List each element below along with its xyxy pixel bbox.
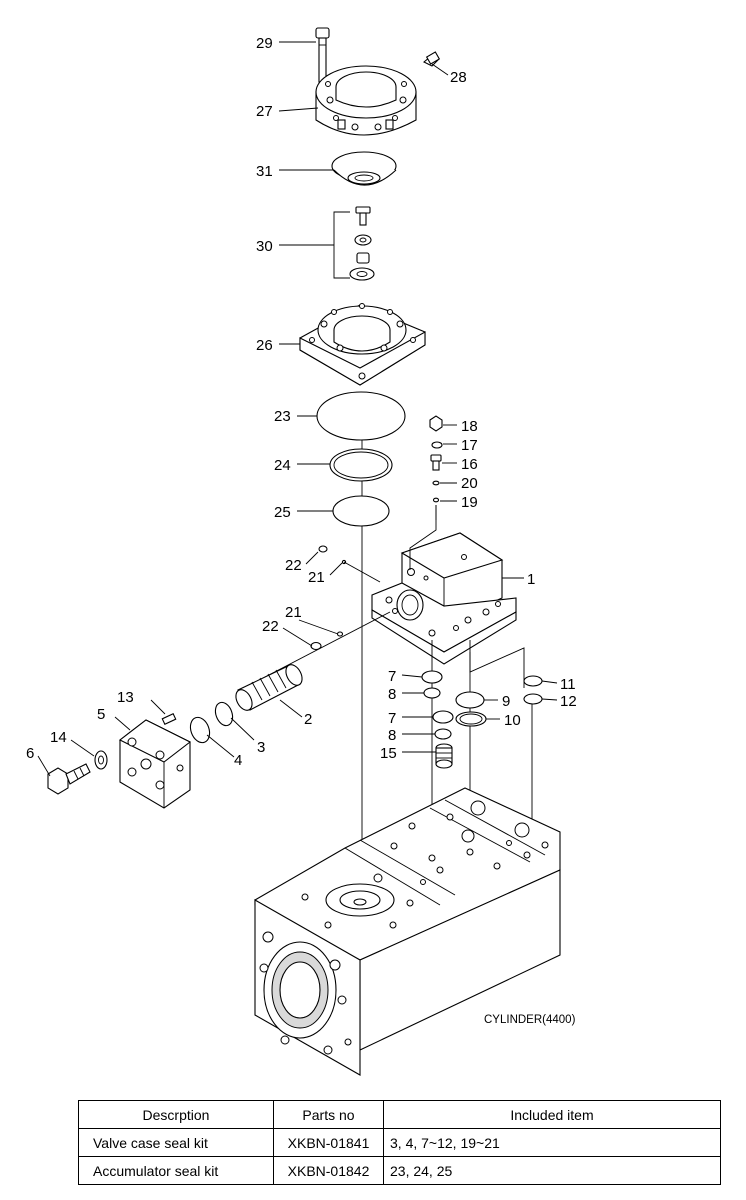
header-included-item: Included item [383, 1100, 721, 1129]
callout-21-upper: 21 [308, 569, 325, 586]
callout-15: 15 [380, 745, 397, 762]
callout-10: 10 [504, 712, 521, 729]
row-parts-no: XKBN-01842 [273, 1156, 384, 1185]
assembly-line [343, 561, 381, 583]
callout-2: 2 [304, 711, 312, 728]
table-header-row: Descrption Parts no Included item [78, 1100, 721, 1129]
part-25-seal-ring [332, 495, 390, 527]
part-5-valve-cover [118, 719, 192, 809]
callout-18: 18 [461, 418, 478, 435]
part-22-plug-lower [310, 641, 322, 651]
callout-3: 3 [257, 739, 265, 756]
header-parts-no: Parts no [273, 1100, 384, 1129]
part-15-plug [435, 743, 453, 769]
header-description: Descrption [78, 1100, 274, 1129]
callout-13: 13 [117, 689, 134, 706]
assembly-line [469, 647, 525, 688]
callout-17: 17 [461, 437, 478, 454]
callout-22-lower: 22 [262, 618, 279, 635]
row-parts-no: XKBN-01841 [273, 1128, 384, 1157]
part-7-o-ring-upper [421, 670, 443, 684]
part-26-accumulator-cover [299, 303, 426, 386]
callout-25: 25 [274, 504, 291, 521]
callout-30: 30 [256, 238, 273, 255]
exploded-parts-diagram: 29 28 27 31 30 26 23 24 25 18 17 16 20 1… [26, 27, 577, 1076]
callout-22-upper: 22 [285, 557, 302, 574]
part-8-backup-ring-upper [423, 687, 441, 699]
part-21-o-ring-lower [336, 631, 344, 637]
part-20-o-ring [432, 480, 440, 486]
part-11-o-ring [523, 675, 543, 687]
part-31-diaphragm [331, 151, 397, 186]
part-12-backup-ring [523, 693, 543, 705]
part-10-backup-ring [455, 711, 487, 727]
part-28-plug [423, 51, 441, 67]
callout-26: 26 [256, 337, 273, 354]
part-4-backup-ring [189, 716, 211, 744]
row-description: Accumulator seal kit [78, 1156, 274, 1185]
cylinder-label: CYLINDER(4400) [484, 1014, 576, 1026]
callout-19: 19 [461, 494, 478, 511]
callout-14: 14 [50, 729, 67, 746]
callout-7-lower: 7 [388, 710, 396, 727]
part-24-backup-ring [329, 448, 393, 482]
callout-9: 9 [502, 693, 510, 710]
part-29-cap-screw [315, 27, 330, 83]
part-17-washer [431, 441, 443, 449]
cylinder-block [254, 787, 561, 1076]
part-22-plug-upper [318, 545, 328, 553]
callout-24: 24 [274, 457, 291, 474]
part-27-back-head [315, 65, 417, 136]
part-13-plug [161, 713, 177, 725]
callout-7-upper: 7 [388, 668, 396, 685]
row-included-item: 23, 24, 25 [383, 1156, 721, 1185]
callout-1: 1 [527, 571, 535, 588]
callout-27: 27 [256, 103, 273, 120]
part-3-o-ring [214, 701, 234, 727]
row-included-item: 3, 4, 7~12, 19~21 [383, 1128, 721, 1157]
callout-21-lower: 21 [285, 604, 302, 621]
callout-8-lower: 8 [388, 727, 396, 744]
callout-5: 5 [97, 706, 105, 723]
part-7-o-ring-lower [432, 710, 454, 724]
part-8-backup-ring-lower [434, 728, 452, 740]
callout-11: 11 [560, 676, 576, 693]
callout-12: 12 [560, 693, 577, 710]
callout-23: 23 [274, 408, 291, 425]
part-19-o-ring [432, 497, 440, 503]
table-row: Valve case seal kit XKBN-01841 3, 4, 7~1… [78, 1128, 721, 1157]
part-9-o-ring [455, 691, 485, 709]
callout-labels: 29 28 27 31 30 26 23 24 25 18 17 16 20 1… [26, 35, 577, 1026]
row-description: Valve case seal kit [78, 1128, 274, 1157]
table-row: Accumulator seal kit XKBN-01842 23, 24, … [78, 1156, 721, 1185]
callout-20: 20 [461, 475, 478, 492]
callout-8-upper: 8 [388, 686, 396, 703]
part-16-bolt [430, 454, 442, 471]
part-2-valve-spool [235, 664, 303, 711]
callout-16: 16 [461, 456, 478, 473]
callout-29: 29 [256, 35, 273, 52]
leader-lines [37, 41, 558, 777]
part-6-bolt [47, 763, 91, 795]
callout-4: 4 [234, 752, 242, 769]
seal-kit-table: Descrption Parts no Included item Valve … [78, 1100, 721, 1185]
assembly-line [409, 505, 437, 570]
part-23-o-ring [316, 391, 406, 441]
callout-6: 6 [26, 745, 34, 762]
part-18-nut [429, 415, 443, 432]
callout-28: 28 [450, 69, 467, 86]
part-1-valve-case [371, 532, 517, 665]
callout-31: 31 [256, 163, 273, 180]
part-30-check-valve-set [349, 206, 375, 281]
part-14-washer [94, 750, 108, 770]
